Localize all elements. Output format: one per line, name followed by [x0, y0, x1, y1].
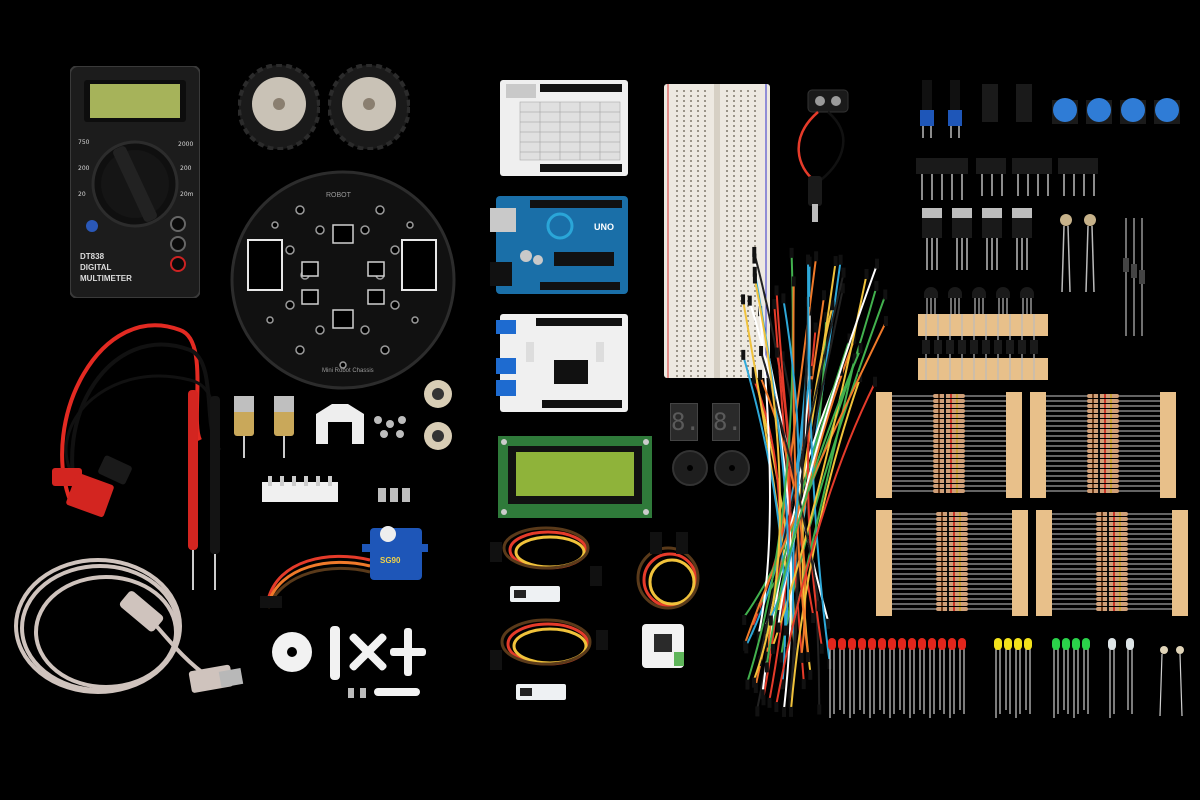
multimeter-lcd — [90, 84, 180, 118]
multimeter-model: DT838 — [80, 252, 105, 261]
chassis-brand-bottom: Mini Robot Chassis — [322, 368, 374, 374]
lcd-module — [498, 436, 652, 518]
svg-text:200: 200 — [78, 165, 90, 172]
proto-shield — [500, 80, 628, 176]
resistor-pack-3 — [876, 510, 1028, 616]
usb-cable — [14, 558, 244, 694]
svg-text:200: 200 — [180, 165, 192, 172]
caster-wheels — [424, 380, 452, 450]
svg-text:20m: 20m — [180, 191, 194, 198]
header-connector — [262, 476, 338, 502]
seven-segment-left-digit: 8. — [671, 408, 700, 436]
svg-text:750: 750 — [78, 139, 90, 146]
seven-segment-right-digit: 8. — [713, 408, 742, 436]
arduino-uno-label: UNO — [594, 222, 614, 232]
jumper-wires — [741, 246, 888, 717]
screws — [374, 416, 406, 438]
transistors — [924, 287, 1034, 316]
battery-clip — [797, 89, 849, 222]
multimeter-line1: DIGITAL — [80, 263, 112, 272]
seven-segment-left: 8. — [670, 403, 700, 441]
ic-chips — [982, 84, 1032, 122]
robot-chassis-plate: ROBOT Mini Robot Chassis — [230, 170, 456, 390]
gear-motors — [234, 396, 294, 458]
bolts — [378, 488, 410, 502]
resistor-pack-4 — [1036, 510, 1188, 616]
svg-text:20: 20 — [78, 191, 86, 198]
push-buttons — [1052, 98, 1180, 124]
svg-text:2000: 2000 — [178, 141, 193, 148]
resistor-pack-2 — [1030, 392, 1176, 498]
ir-sensor-cable — [636, 532, 700, 610]
motor-bracket — [316, 404, 364, 444]
arduino-uno: UNO — [490, 196, 628, 294]
test-leads — [52, 323, 222, 590]
servo-horns — [272, 626, 426, 698]
ultrasonic-sensor-cables — [490, 526, 608, 700]
voltage-regulators — [922, 208, 1032, 270]
multimeter: 750 200 20 2000 200 20m DT838 DIGITAL MULTIM… — [69, 65, 201, 299]
resistor-pack-1 — [876, 392, 1022, 498]
multimeter-line2: MULTIMETER — [80, 274, 132, 283]
motor-driver-shield — [496, 314, 628, 412]
thermistors — [1060, 214, 1096, 293]
sensor-module — [642, 624, 684, 668]
wheel-right — [328, 64, 410, 150]
seven-segment-right: 8. — [712, 403, 742, 441]
wheel-left — [238, 64, 320, 150]
pin-headers — [916, 158, 1098, 200]
buzzers — [672, 450, 750, 486]
transistor-strip — [918, 314, 1048, 380]
diodes — [1123, 218, 1145, 336]
servo-label: SG90 — [380, 556, 401, 565]
led-row — [828, 638, 1184, 718]
servo-motor: SG90 — [258, 520, 430, 616]
potentiometers — [920, 80, 962, 138]
chassis-brand-top: ROBOT — [326, 192, 351, 199]
